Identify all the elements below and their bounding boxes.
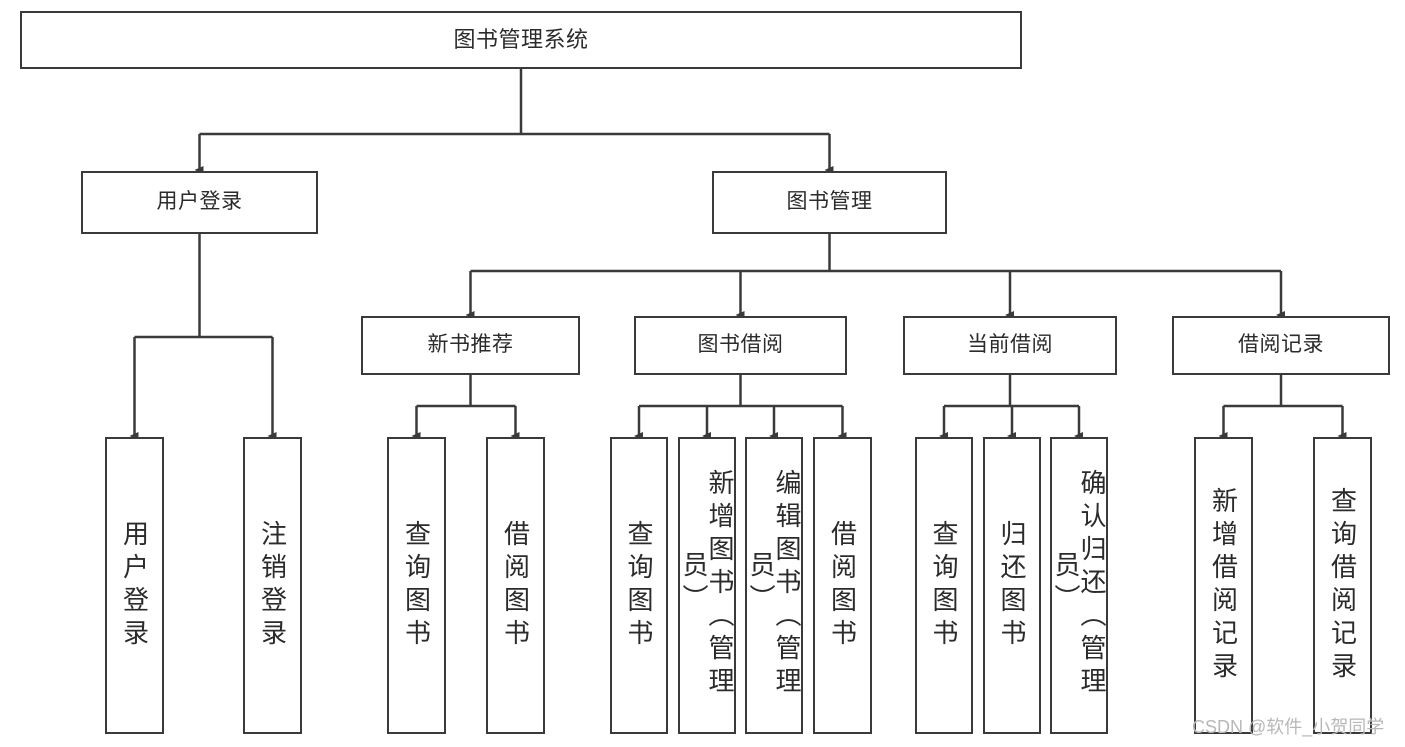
node-label: 新增借阅记录: [1208, 486, 1239, 685]
leaf-query-books-current[interactable]: 查询图书: [915, 437, 973, 734]
node-label: 归还图书: [997, 519, 1027, 652]
leaf-confirm-return-admin[interactable]: 确认归还（管理员）: [1050, 437, 1108, 734]
leaf-borrow-books-recommend[interactable]: 借阅图书: [486, 437, 545, 734]
leaf-query-books-recommend[interactable]: 查询图书: [387, 437, 446, 734]
node-new-book-recommendation[interactable]: 新书推荐: [361, 316, 580, 375]
node-label: 编辑图书（管理员）: [746, 468, 802, 700]
node-label: 新书推荐: [427, 333, 514, 357]
leaf-borrow-books[interactable]: 借阅图书: [813, 437, 872, 734]
node-label: 图书借阅: [697, 333, 784, 357]
node-label: 查询图书: [929, 519, 959, 652]
node-label: 查询图书: [401, 519, 432, 652]
node-current-borrowing[interactable]: 当前借阅: [903, 316, 1117, 375]
node-label: 图书管理系统: [453, 27, 589, 53]
node-label: 新增图书（管理员）: [679, 468, 735, 700]
node-borrowing-records[interactable]: 借阅记录: [1172, 316, 1390, 375]
node-label: 注销登录: [257, 519, 288, 652]
leaf-logout[interactable]: 注销登录: [243, 437, 302, 734]
leaf-add-borrow-record[interactable]: 新增借阅记录: [1194, 437, 1253, 734]
node-label: 借阅图书: [500, 519, 531, 652]
node-label: 图书管理: [786, 190, 873, 214]
node-label: 用户登录: [119, 519, 150, 652]
node-label: 借阅图书: [827, 519, 858, 652]
node-book-management-module[interactable]: 图书管理: [712, 171, 947, 234]
node-label: 用户登录: [156, 190, 243, 214]
node-root[interactable]: 图书管理系统: [20, 11, 1022, 69]
node-label: 查询图书: [624, 519, 654, 652]
csdn-watermark: CSDN @软件_小贺同学: [1192, 717, 1385, 737]
leaf-user-login[interactable]: 用户登录: [105, 437, 164, 734]
leaf-query-books-borrowing[interactable]: 查询图书: [610, 437, 668, 734]
leaf-edit-book-admin[interactable]: 编辑图书（管理员）: [745, 437, 803, 734]
node-label: 确认归还（管理员）: [1051, 468, 1107, 700]
leaf-add-book-admin[interactable]: 新增图书（管理员）: [678, 437, 736, 734]
node-label: 查询借阅记录: [1327, 486, 1358, 685]
leaf-return-books[interactable]: 归还图书: [983, 437, 1041, 734]
node-user-login-module[interactable]: 用户登录: [81, 171, 318, 234]
node-book-borrowing[interactable]: 图书借阅: [634, 316, 847, 375]
node-label: 借阅记录: [1238, 333, 1324, 357]
leaf-query-borrow-record[interactable]: 查询借阅记录: [1313, 437, 1372, 734]
node-label: 当前借阅: [967, 333, 1053, 357]
